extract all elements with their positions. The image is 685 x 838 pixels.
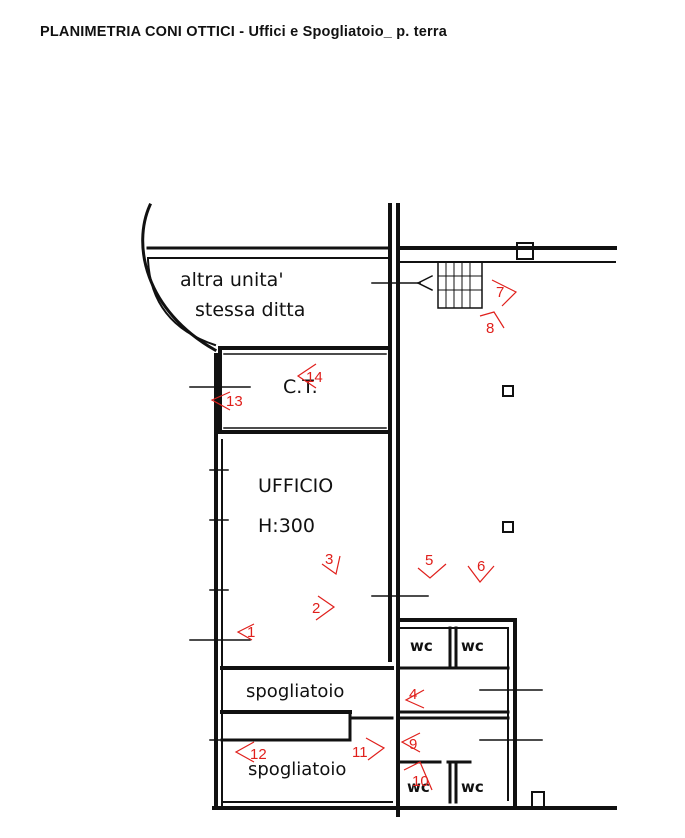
cone-label-6: 6 (477, 558, 485, 575)
cone-9: 9 (400, 732, 421, 753)
room-label-wc-1: wc (410, 637, 433, 655)
viewpoint-cones: 1 2 3 4 5 6 7 8 9 10 11 12 13 14 (210, 279, 518, 791)
room-label-wc-2: wc (461, 637, 484, 655)
cone-2: 2 (312, 595, 336, 621)
cone-10: 10 (403, 761, 433, 791)
cone-label-13: 13 (226, 393, 243, 410)
cone-label-4: 4 (409, 686, 417, 703)
room-label-stessa-ditta: stessa ditta (195, 299, 305, 321)
cone-7: 7 (491, 279, 518, 307)
cone-4: 4 (404, 686, 425, 709)
cone-6: 6 (467, 558, 495, 583)
cone-label-3: 3 (325, 551, 333, 568)
page-title: PLANIMETRIA CONI OTTICI - Uffici e Spogl… (40, 24, 448, 40)
cone-label-2: 2 (312, 600, 320, 617)
cone-12: 12 (234, 741, 267, 763)
room-label-ufficio: UFFICIO (258, 475, 333, 497)
cone-11: 11 (352, 737, 386, 761)
cone-label-8: 8 (486, 320, 494, 337)
room-label-height: H:300 (258, 515, 315, 537)
walls (141, 203, 617, 817)
room-label-wc-4: wc (461, 778, 484, 796)
cone-3: 3 (321, 551, 341, 576)
cone-label-11: 11 (352, 744, 368, 761)
cone-8: 8 (479, 311, 505, 337)
cone-label-12: 12 (250, 746, 267, 763)
room-label-ct: C.T. (283, 376, 318, 398)
room-label-wc-3: wc (407, 778, 430, 796)
cone-label-14: 14 (306, 369, 323, 386)
cone-label-9: 9 (409, 736, 417, 753)
cone-14: 14 (296, 363, 323, 389)
room-label-spogliatoio-1: spogliatoio (246, 681, 344, 702)
cone-5: 5 (417, 552, 447, 579)
cone-label-10: 10 (412, 773, 429, 790)
cone-13: 13 (210, 391, 243, 411)
room-label-altra-unita: altra unita' (180, 269, 284, 291)
cone-label-1: 1 (247, 624, 255, 641)
cone-label-7: 7 (496, 284, 504, 301)
room-label-spogliatoio-2: spogliatoio (248, 759, 346, 780)
cone-label-5: 5 (425, 552, 433, 569)
cone-1: 1 (236, 623, 255, 641)
